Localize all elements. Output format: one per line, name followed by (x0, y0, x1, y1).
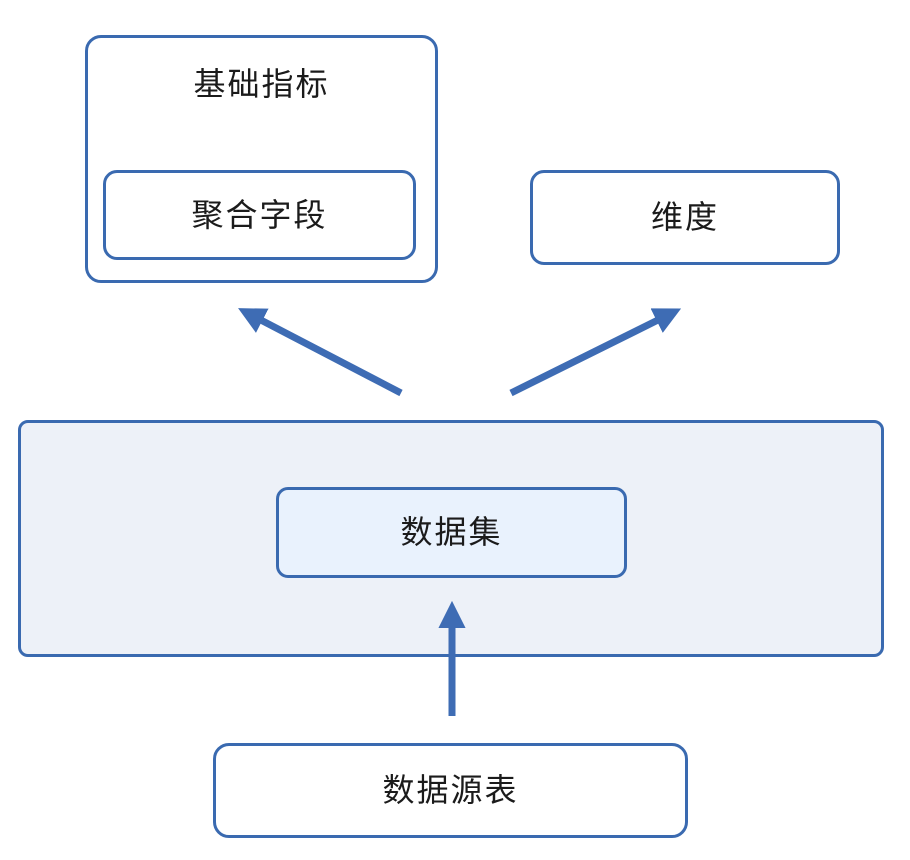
node-dataset: 数据集 (276, 487, 627, 578)
node-aggregate-field-label: 聚合字段 (191, 196, 328, 233)
node-dataset-label: 数据集 (400, 514, 503, 551)
node-source-table: 数据源表 (213, 743, 688, 838)
node-dimension: 维度 (530, 170, 840, 265)
arrow-dataset-to-basic-indicator (238, 308, 403, 397)
node-aggregate-field: 聚合字段 (103, 170, 416, 260)
node-source-table-label: 数据源表 (382, 772, 519, 809)
arrow-dataset-to-dimension (509, 308, 682, 397)
node-dimension-label: 维度 (650, 199, 719, 236)
node-basic-indicator-label: 基础指标 (193, 66, 330, 102)
